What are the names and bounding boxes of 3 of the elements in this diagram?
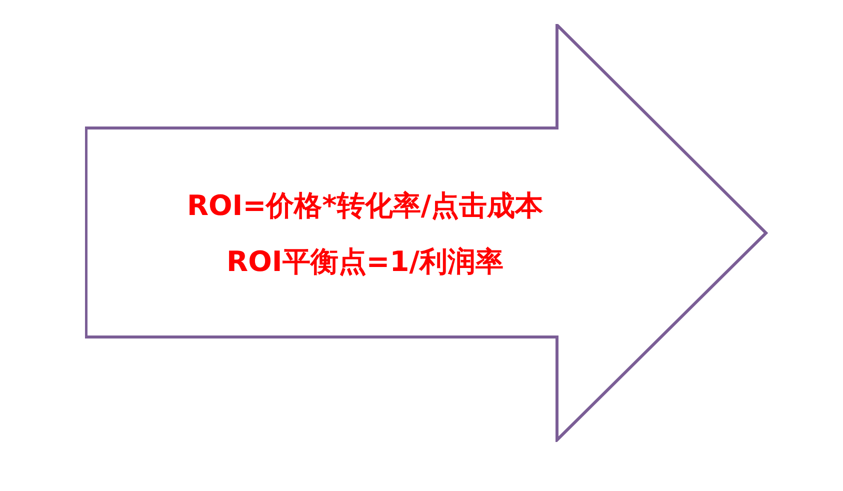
formula-text: ROI平衡点=1/利润率 bbox=[226, 244, 504, 280]
formula-text: ROI=价格*转化率/点击成本 bbox=[186, 188, 544, 224]
arrow-shape bbox=[85, 24, 768, 442]
